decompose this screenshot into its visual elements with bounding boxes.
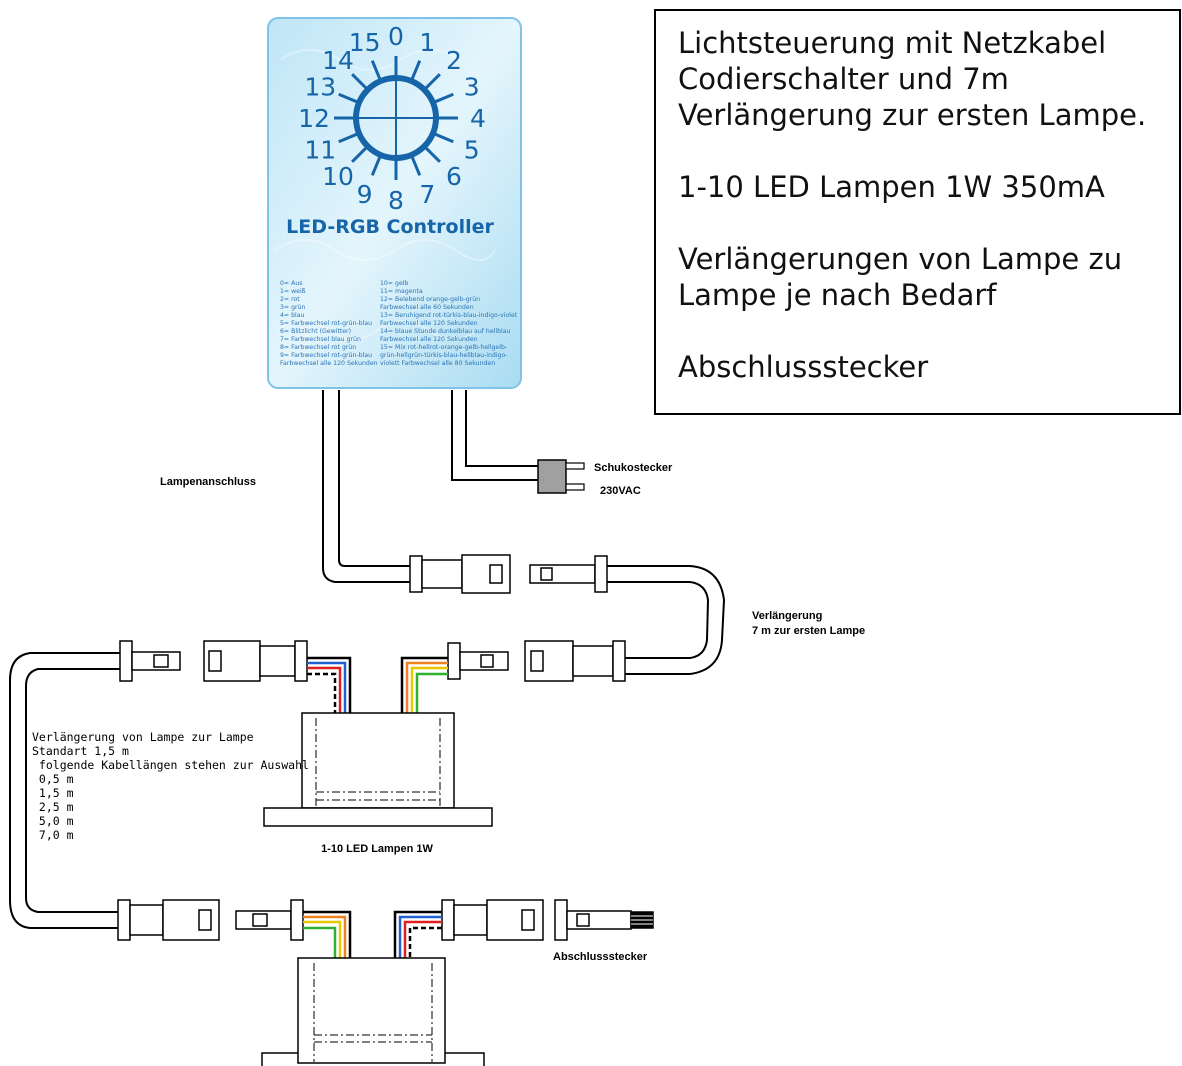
lamp-extension-cable (9, 652, 120, 929)
legend-line: 2= rot (280, 296, 300, 303)
legend-line: 10= gelb (380, 280, 408, 287)
legend-line: violett Farbwechsel alle 80 Sekunden (380, 360, 495, 367)
description-line: Lampe je nach Bedarf (678, 278, 997, 312)
svg-text:2,5 m: 2,5 m (32, 800, 74, 814)
dial-ray (370, 156, 382, 176)
legend-line: 13= Beruhigend rot-türkis-blau-indigo-vi… (380, 312, 518, 319)
dial-ray (424, 146, 441, 163)
lamp1-left-connector (119, 640, 308, 682)
dial-ray (370, 60, 382, 80)
svg-text:1,5 m: 1,5 m (32, 786, 74, 800)
dial-ray (434, 132, 454, 144)
lamp2-left-connector (117, 899, 304, 941)
svg-text:0,5 m: 0,5 m (32, 772, 74, 786)
description-box: Lichtsteuerung mit Netzkabel Codierschal… (654, 9, 1181, 415)
lamp-label: 1-10 LED Lampen 1W (321, 843, 433, 855)
dial-ray (424, 73, 441, 90)
dial-number: 7 (419, 180, 435, 209)
extension-label-1: Verlängerung (752, 610, 822, 622)
description-line: Verlängerungen von Lampe zu (678, 242, 1123, 276)
controller-title: LED-RGB Controller (286, 216, 494, 238)
legend-line: 15= Mix rot-hellrot-orange-gelb-hellgelb… (380, 344, 507, 351)
power-cable (451, 390, 540, 481)
svg-text:folgende Kabellängen stehen zu: folgende Kabellängen stehen zur Auswahl (32, 758, 309, 772)
dial-number: 1 (419, 28, 435, 57)
controller-connector-pair (409, 554, 608, 594)
dial-ray (410, 156, 422, 176)
description-line: Lichtsteuerung mit Netzkabel (678, 26, 1107, 60)
legend-line: Farbwechsel alle 120 Sekunden (380, 320, 478, 327)
description-line: Codierschalter und 7m (678, 62, 1009, 96)
legend-line: 8= Farbwechsel rot grün (280, 344, 356, 351)
svg-text:Verlängerung von Lampe zur Lam: Verlängerung von Lampe zur Lampe (32, 730, 254, 744)
svg-text:5,0 m: 5,0 m (32, 814, 74, 828)
description-line: Abschlussstecker (678, 350, 929, 384)
terminator-plug (554, 899, 654, 941)
lamp-connection-label: Lampenanschluss (160, 476, 256, 488)
dial-ray (434, 92, 454, 104)
dial-number: 11 (304, 135, 336, 164)
legend-line: 1= weiß (280, 288, 306, 295)
svg-text:Standart 1,5 m: Standart 1,5 m (32, 744, 129, 758)
description-line: Verlängerung zur ersten Lampe. (678, 98, 1147, 132)
legend-line: 9= Farbwechsel rot-grün-blau (280, 352, 372, 359)
schuko-label: Schukostecker (594, 462, 673, 474)
extension-connector (447, 640, 626, 682)
legend-line: 3= grün (280, 304, 305, 311)
dial-number: 4 (470, 104, 486, 133)
legend-line: 11= magenta (380, 288, 423, 295)
legend-line: 6= Blitzlicht (Gewitter) (280, 328, 351, 335)
extension-length-note: Verlängerung von Lampe zur Lampe Standar… (32, 730, 309, 842)
schuko-plug (537, 459, 585, 494)
description-line: 1-10 LED Lampen 1W 350mA (678, 170, 1105, 204)
legend-line: 12= Belebend orange-gelb-grün (380, 296, 480, 303)
legend-line: Farbwechsel alle 120 Sekunden (280, 360, 378, 367)
voltage-label: 230VAC (600, 485, 641, 497)
dial-number: 2 (446, 46, 462, 75)
dial-number: 13 (304, 73, 336, 102)
legend-line: Farbwechsel alle 120 Sekunden (380, 336, 478, 343)
dial-ray (351, 73, 368, 90)
dial-number: 6 (446, 162, 462, 191)
dial-number: 14 (322, 46, 354, 75)
legend-line: 4= blau (280, 312, 305, 319)
extension-7m-cable (607, 565, 726, 675)
lamp-cable (322, 390, 412, 583)
dial-number: 12 (298, 104, 330, 133)
dial-number: 15 (349, 28, 381, 57)
dial-number: 8 (388, 186, 404, 215)
dial-number: 10 (322, 162, 354, 191)
dial-number: 9 (357, 180, 373, 209)
dial-ray (338, 92, 358, 104)
extension-label-2: 7 m zur ersten Lampe (752, 625, 865, 637)
svg-text:7,0 m: 7,0 m (32, 828, 74, 842)
dial-ray (410, 60, 422, 80)
lamp2-wires-left (303, 910, 352, 960)
legend-line: grün-hellgrün-türkis-blau-hellblau-indig… (380, 352, 508, 359)
dial-ray (351, 146, 368, 163)
lamp2-right-connector (441, 899, 544, 941)
dial-number: 0 (388, 22, 404, 51)
dial-ray (338, 132, 358, 144)
legend-line: 7= Farbwechsel blau grün (280, 336, 361, 343)
lamp1-wires-right (400, 656, 448, 714)
legend-line: 5= Farbwechsel rot-grün-blau (280, 320, 372, 327)
lamp1-wires-left (307, 656, 352, 714)
lamp2-housing (261, 957, 485, 1066)
dial-number: 5 (464, 135, 480, 164)
dial-number: 3 (464, 73, 480, 102)
terminator-label: Abschlussstecker (553, 951, 648, 963)
legend-line: Farbwechsel alle 60 Sekunden (380, 304, 474, 311)
lamp2-wires-right (393, 910, 442, 960)
legend-line: 0= Aus (280, 280, 302, 287)
lamp1-housing (263, 712, 493, 827)
legend-line: 14= blaue Stunde dunkelblau auf hellblau (380, 328, 511, 335)
